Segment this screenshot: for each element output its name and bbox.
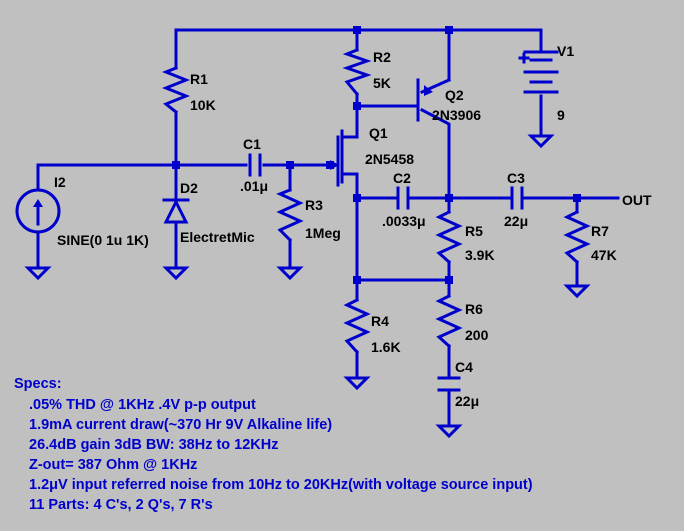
d2-name: D2 — [180, 180, 198, 196]
capacitor-c2[interactable] — [396, 186, 410, 210]
c3-name: C3 — [507, 170, 525, 186]
spec-line: 1.2μV input referred noise from 10Hz to … — [29, 477, 533, 493]
resistor-r1[interactable] — [161, 66, 191, 115]
spec-line: .05% THD @ 1KHz .4V p-p output — [29, 397, 256, 413]
battery-v1[interactable] — [518, 50, 559, 94]
resistor-r6[interactable] — [435, 293, 463, 349]
r5-name: R5 — [465, 223, 483, 239]
c4-value: 22μ — [455, 393, 479, 409]
resistor-r2[interactable] — [342, 48, 372, 97]
specs-heading: Specs: — [14, 376, 62, 392]
r4-value: 1.6K — [371, 339, 401, 355]
r6-name: R6 — [465, 301, 483, 317]
transistor-q1[interactable] — [330, 129, 344, 184]
r6-value: 200 — [465, 327, 489, 343]
ground-symbols — [26, 126, 589, 438]
spec-line: 26.4dB gain 3dB BW: 38Hz to 12KHz — [29, 437, 279, 453]
q1-value: 2N5458 — [365, 151, 414, 167]
output-label: OUT — [622, 192, 652, 208]
r1-value: 10K — [190, 97, 216, 113]
q2-value: 2N3906 — [432, 107, 481, 123]
i2-value: SINE(0 1u 1K) — [57, 232, 149, 248]
capacitor-c4[interactable] — [437, 376, 461, 392]
resistor-r5[interactable] — [435, 209, 463, 265]
v1-name: V1 — [557, 43, 574, 59]
diode-d2[interactable] — [162, 198, 190, 224]
specs-block: Specs: .05% THD @ 1KHz .4V p-p output 1.… — [14, 376, 533, 513]
r7-name: R7 — [591, 223, 609, 239]
r1-name: R1 — [190, 71, 208, 87]
q1-name: Q1 — [369, 125, 388, 141]
v1-value: 9 — [557, 107, 565, 123]
i2-name: I2 — [54, 174, 66, 190]
resistor-r4[interactable] — [343, 297, 371, 355]
r5-value: 3.9K — [465, 247, 495, 263]
c2-value: .0033μ — [382, 213, 426, 229]
r3-name: R3 — [305, 197, 323, 213]
resistor-r7[interactable] — [563, 209, 591, 265]
r2-name: R2 — [373, 49, 391, 65]
spec-line: Z-out= 387 Ohm @ 1KHz — [29, 457, 197, 473]
capacitor-c3[interactable] — [510, 186, 524, 210]
spec-line: 11 Parts: 4 C's, 2 Q's, 7 R's — [29, 497, 213, 513]
c1-name: C1 — [243, 136, 261, 152]
current-source-i2[interactable] — [15, 188, 61, 234]
r2-value: 5K — [373, 75, 391, 91]
resistor-r3[interactable] — [276, 188, 304, 243]
r7-value: 47K — [591, 247, 617, 263]
wires — [36, 28, 620, 420]
r4-name: R4 — [371, 313, 389, 329]
q2-name: Q2 — [445, 87, 464, 103]
c2-name: C2 — [393, 170, 411, 186]
d2-value: ElectretMic — [180, 229, 255, 245]
c1-value: .01μ — [240, 178, 268, 194]
transistor-q2[interactable] — [424, 85, 433, 96]
component-labels: R1 10K R2 5K R3 1Meg R4 1.6K R5 3.9K R6 … — [54, 43, 652, 409]
c3-value: 22μ — [504, 213, 528, 229]
r3-value: 1Meg — [305, 225, 341, 241]
junction-dots — [172, 26, 581, 284]
capacitor-c1[interactable] — [248, 153, 262, 177]
c4-name: C4 — [455, 359, 473, 375]
spec-line: 1.9mA current draw(~370 Hr 9V Alkaline l… — [29, 417, 332, 433]
